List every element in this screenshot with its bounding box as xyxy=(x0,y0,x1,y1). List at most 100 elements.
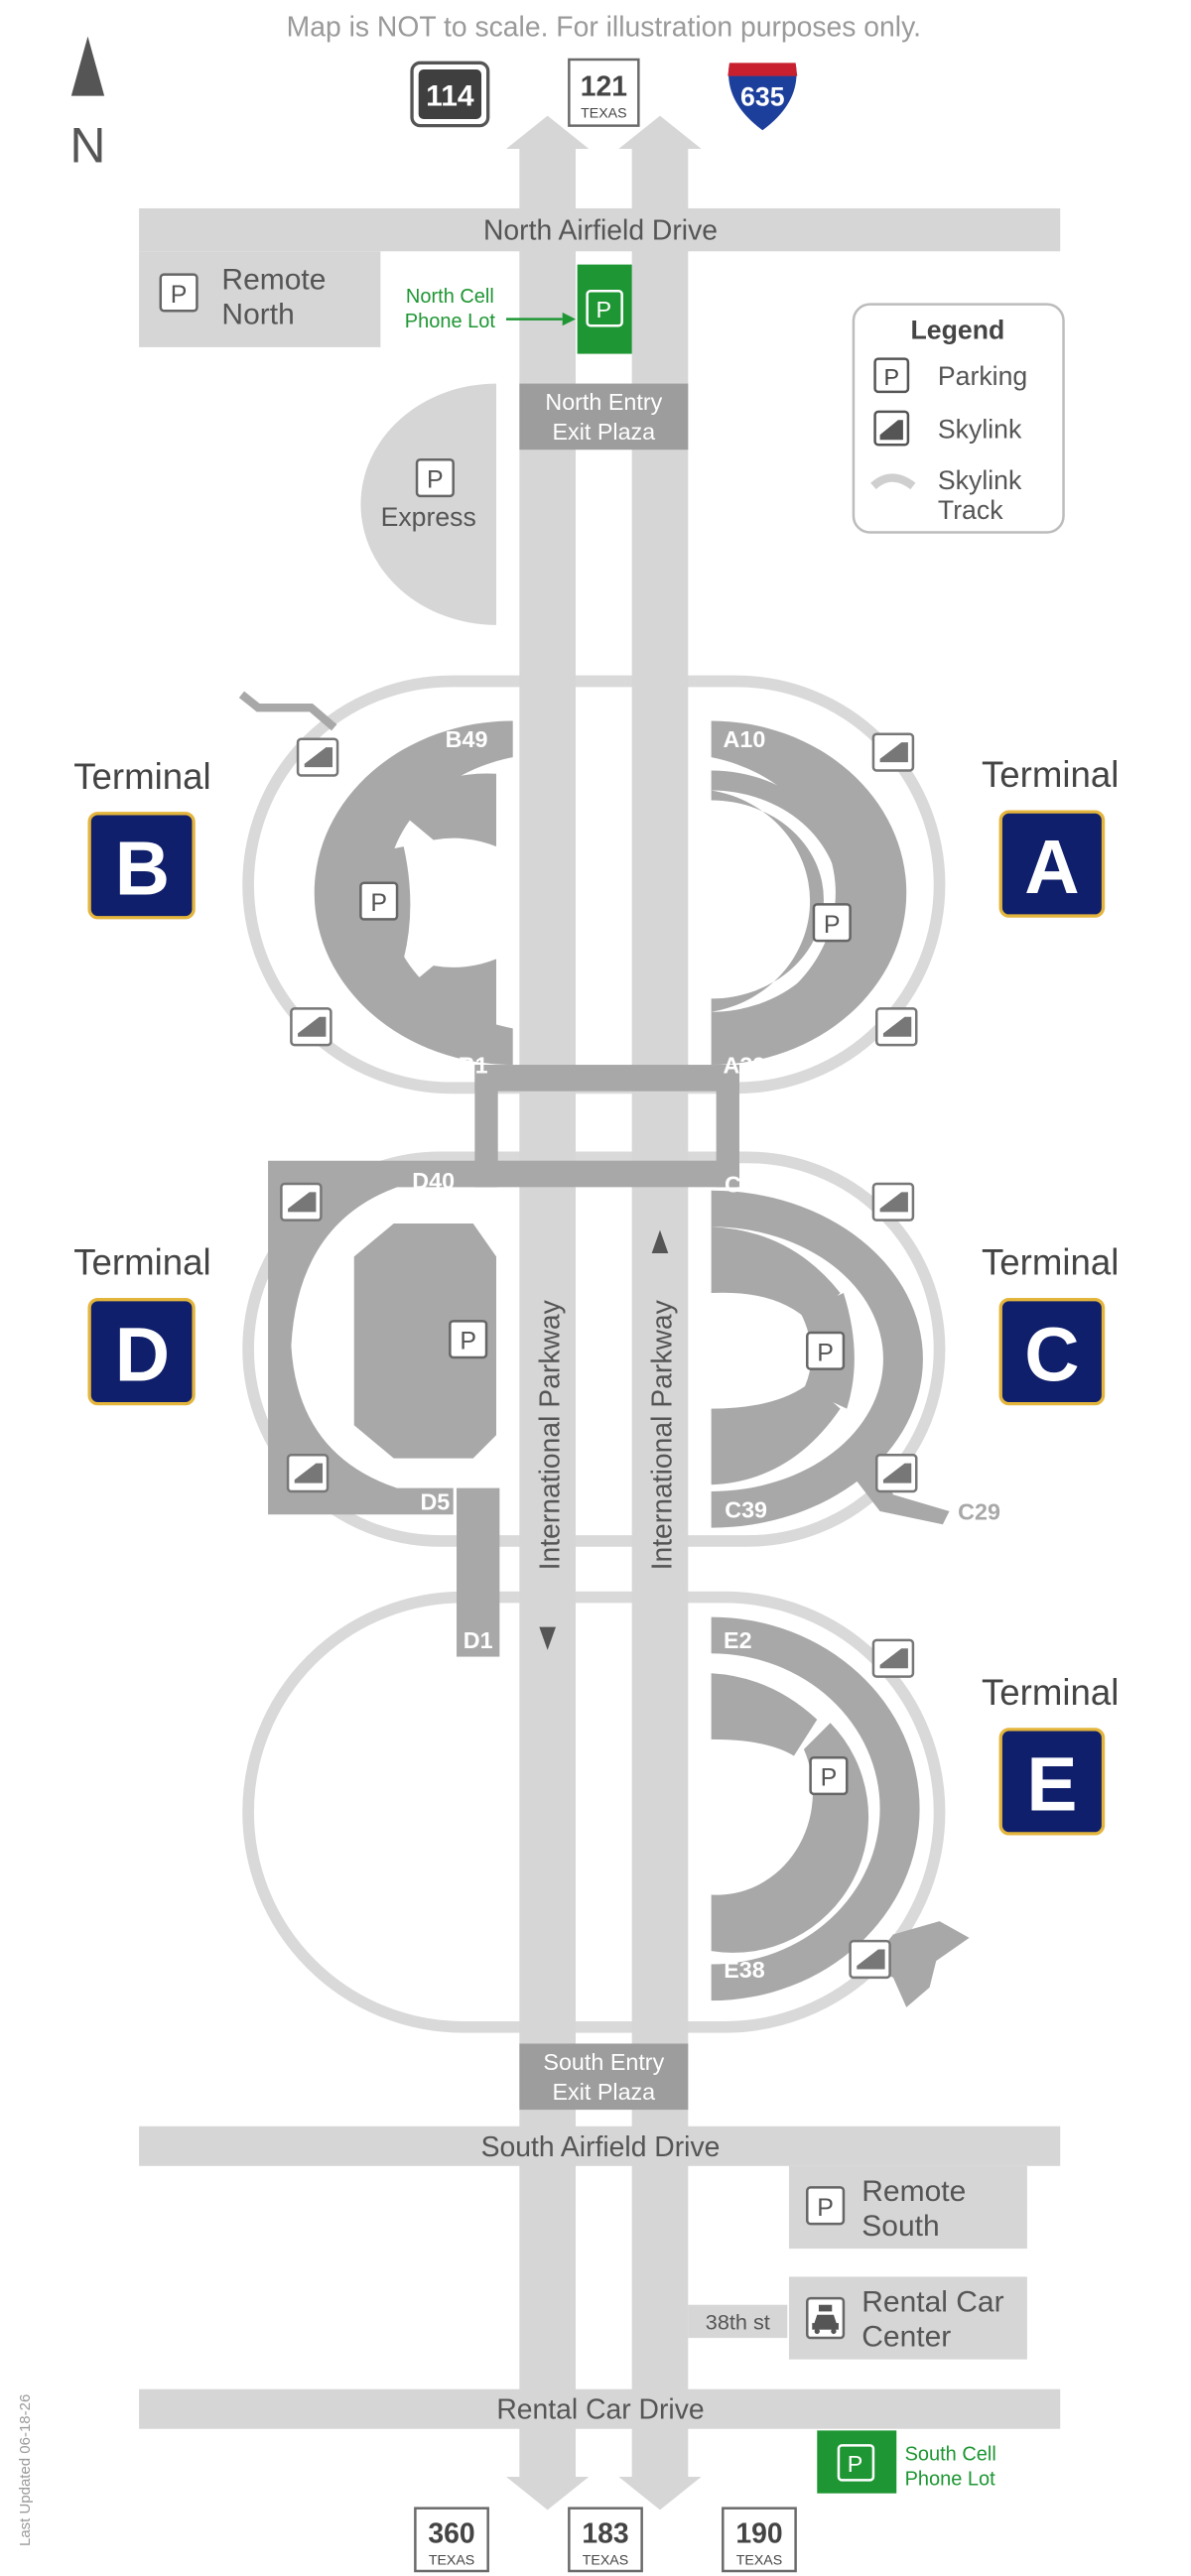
terminal-connector-bottom xyxy=(474,1160,739,1188)
highway-number: 183 xyxy=(582,2518,628,2550)
skylink-train-icon xyxy=(296,737,339,777)
garage-parking-markers: P P P P P xyxy=(359,881,852,1796)
skylink-train-icon xyxy=(871,1182,915,1222)
highway-number: 114 xyxy=(426,80,474,113)
rental-car-line2: Center xyxy=(861,2320,951,2353)
remote-south: P Remote South xyxy=(806,2175,966,2243)
parkway-top-arrow-left xyxy=(506,115,590,149)
parking-symbol: P xyxy=(370,889,387,917)
terminal-b-garage-bottom xyxy=(393,959,497,1033)
terminal-letter-d: D xyxy=(115,1313,170,1397)
terminal-connector-right xyxy=(716,1065,739,1188)
rental-car-center: Rental Car Center xyxy=(806,2285,1004,2353)
highway-shield-121: 121 TEXAS xyxy=(568,58,640,127)
north-cell-line1: North Cell xyxy=(406,286,494,308)
parkway-top-arrow-right xyxy=(618,115,702,149)
south-airfield-drive-label: South Airfield Drive xyxy=(481,2131,721,2163)
parking-symbol: P xyxy=(821,1764,838,1792)
terminal-letter-c: C xyxy=(1024,1313,1079,1397)
skylink-train-icon xyxy=(875,1007,918,1047)
gate-b49: B49 xyxy=(446,726,488,752)
terminal-e-label: Terminal E xyxy=(982,1672,1119,1836)
express-lot xyxy=(360,383,497,625)
legend-track-line1: Skylink xyxy=(938,465,1022,495)
highway-state: TEXAS xyxy=(583,2552,628,2568)
gate-a39: A39 xyxy=(724,1052,766,1078)
parking-icon: P xyxy=(809,1755,849,1796)
terminal-word: Terminal xyxy=(73,756,210,797)
terminal-c-label: Terminal C xyxy=(982,1242,1119,1406)
highway-shield-114: 114 xyxy=(410,61,490,128)
rental-car-drive-label: Rental Car Drive xyxy=(496,2394,704,2426)
express-label: Express xyxy=(381,502,476,532)
terminal-word: Terminal xyxy=(982,1242,1119,1283)
highway-state: TEXAS xyxy=(429,2552,474,2568)
terminal-d-pier xyxy=(457,1487,500,1657)
legend-track-line2: Track xyxy=(938,495,1003,525)
terminal-connector-top xyxy=(474,1065,739,1092)
arrow-right-icon xyxy=(562,312,577,326)
south-airfield-drive xyxy=(139,2125,1061,2166)
terminal-connector-left xyxy=(474,1065,498,1188)
terminal-e-pier xyxy=(866,1921,970,2007)
highway-shield-190: 190 TEXAS xyxy=(722,2507,797,2573)
rental-car-line1: Rental Car xyxy=(861,2285,1003,2318)
terminal-e-building xyxy=(711,1616,920,2001)
parking-icon: P xyxy=(812,903,852,943)
terminal-d-label: Terminal D xyxy=(73,1242,211,1406)
gate-c2: C2 xyxy=(725,1171,754,1197)
skylink-train-icon xyxy=(875,1454,918,1493)
legend: Legend P Parking Skylink Skylink Track xyxy=(852,303,1065,534)
gate-d5: D5 xyxy=(420,1488,450,1514)
rental-car-drive xyxy=(139,2388,1061,2429)
north-arrow-letter: N xyxy=(69,117,105,173)
last-updated: Last Updated 06-18-26 xyxy=(17,2394,34,2546)
car-icon xyxy=(812,2304,839,2335)
parking-icon: P xyxy=(449,1320,488,1359)
gate-d1: D1 xyxy=(463,1627,493,1653)
skylink-train-icon xyxy=(290,1007,332,1047)
terminal-word: Terminal xyxy=(982,1672,1119,1713)
skylink-track-icon xyxy=(870,473,916,490)
highway-number: 360 xyxy=(428,2518,474,2550)
terminal-a-garage xyxy=(711,770,854,1029)
skylink-train-icon xyxy=(873,410,910,447)
skylink-train-icon xyxy=(871,1638,915,1678)
skylink-train-icon xyxy=(849,1939,891,1980)
legend-title: Legend xyxy=(911,316,1005,345)
south-plaza-line1: South Entry xyxy=(543,2049,664,2075)
terminal-b-garage-top xyxy=(393,773,497,847)
terminal-word: Terminal xyxy=(982,754,1119,795)
south-cell-line2: Phone Lot xyxy=(905,2468,996,2490)
remote-north-line2: North xyxy=(221,299,294,331)
terminal-c-building xyxy=(711,1190,923,1528)
parkway-bottom-arrow-left xyxy=(506,2477,590,2511)
highway-shield-183: 183 TEXAS xyxy=(568,2507,643,2573)
highway-state: TEXAS xyxy=(736,2552,782,2568)
terminal-c-garage-bottom xyxy=(711,1381,841,1485)
parking-symbol: P xyxy=(427,466,444,494)
roads xyxy=(139,115,1061,2511)
remote-north: P Remote North xyxy=(159,264,326,331)
south-plaza-line2: Exit Plaza xyxy=(553,2079,656,2105)
terminal-letter-a: A xyxy=(1024,826,1079,910)
highway-shield-635: 635 xyxy=(725,61,800,135)
parking-symbol: P xyxy=(848,2451,863,2477)
direction-arrow-down-icon xyxy=(539,1626,557,1650)
gate-c39: C39 xyxy=(725,1497,767,1523)
north-plaza: North Entry Exit Plaza xyxy=(519,383,689,451)
parking-symbol: P xyxy=(817,1339,834,1366)
parking-symbol: P xyxy=(817,2194,834,2222)
north-plaza-line1: North Entry xyxy=(545,389,662,415)
terminal-c-pier xyxy=(847,1448,950,1525)
remote-south-line1: Remote xyxy=(861,2175,966,2208)
remote-north-line1: Remote xyxy=(221,264,326,297)
parking-icon: P xyxy=(873,357,910,394)
north-airfield-drive-label: North Airfield Drive xyxy=(483,215,718,247)
legend-parking: Parking xyxy=(938,361,1027,391)
parkway-label-southbound: International Parkway xyxy=(534,1299,566,1570)
parking-symbol: P xyxy=(596,297,612,322)
skylink-train-icon xyxy=(280,1182,323,1222)
